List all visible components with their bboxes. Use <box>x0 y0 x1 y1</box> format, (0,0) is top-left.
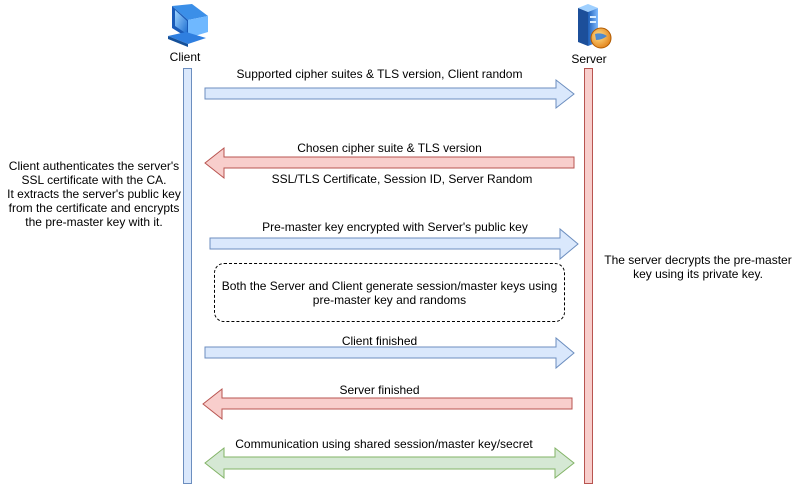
client-lifeline <box>183 68 192 484</box>
client-note-line-3: It extracts the server's public key <box>7 187 181 201</box>
client-note-line-4: from the certificate and encrypts <box>8 201 180 215</box>
client-note-line-1: Client authenticates the server's <box>8 159 180 173</box>
message-label-1: Supported cipher suites & TLS version, C… <box>236 67 523 81</box>
server-decrypt-note: The server decrypts the pre-master key u… <box>600 253 796 281</box>
message-label-3: Pre-master key encrypted with Server's p… <box>262 220 528 234</box>
message-label-2: Chosen cipher suite & TLS version <box>297 141 482 155</box>
shared-note-line-1: Both the Server and Client generate sess… <box>221 278 558 293</box>
arrow-shared-communication <box>204 446 575 480</box>
client-note-line-5: the pre-master key with it. <box>25 215 163 229</box>
shared-note-line-2: pre-master key and randoms <box>312 292 467 307</box>
message-label-4: Client finished <box>341 334 418 348</box>
message-label-6: Communication using shared session/maste… <box>235 437 533 451</box>
computer-icon <box>166 2 210 48</box>
server-lifeline <box>584 68 593 484</box>
shared-key-generation-note: Both the Server and Client generate sess… <box>214 263 565 322</box>
message-label-5: Server finished <box>339 383 420 397</box>
arrow-client-to-server-1 <box>204 78 575 110</box>
arrow-server-finished <box>202 387 573 421</box>
client-auth-note: Client authenticates the server's SSL ce… <box>2 159 186 229</box>
client-note-line-2: SSL certificate with the CA. <box>21 173 167 187</box>
arrow-client-to-server-2 <box>209 227 579 261</box>
client-label: Client <box>169 50 201 64</box>
message-sublabel-2: SSL/TLS Certificate, Session ID, Server … <box>271 172 533 186</box>
server-label: Server <box>571 52 607 66</box>
arrow-client-finished <box>204 336 575 370</box>
server-icon <box>574 2 614 50</box>
server-note-line-1: The server decrypts the pre-master <box>604 253 792 267</box>
server-note-line-2: key using its private key. <box>633 267 763 281</box>
arrow-server-to-client-1 <box>204 146 575 180</box>
